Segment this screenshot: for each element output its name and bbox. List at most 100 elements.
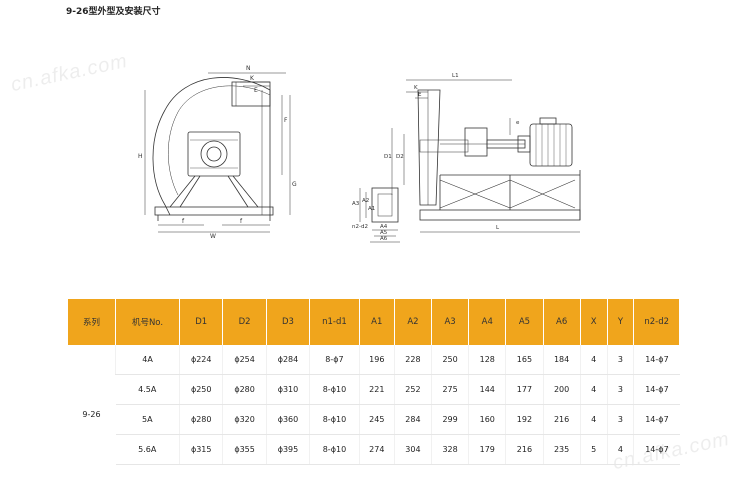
table-cell: ϕ284: [265, 345, 310, 375]
table-cell: ϕ224: [179, 345, 223, 375]
table-row: 5.6A ϕ315 ϕ355 ϕ395 8-ϕ10 274 304 328 17…: [68, 434, 680, 465]
table-cell: 3: [606, 374, 634, 405]
table-cell: 328: [431, 434, 469, 465]
table-cell: 5A: [115, 404, 180, 435]
col-header: Y: [607, 299, 635, 345]
table-cell: 144: [468, 374, 506, 405]
table-cell: 250: [431, 345, 469, 375]
dim-label-e: e: [516, 120, 520, 126]
dim-label-A2: A2: [362, 198, 369, 204]
table-cell: 177: [505, 374, 544, 405]
dim-label-f-right: f: [240, 218, 243, 225]
col-header: X: [580, 299, 608, 345]
table-cell: 4: [579, 404, 608, 435]
table-cell: ϕ250: [179, 374, 223, 405]
table-cell: 299: [431, 404, 469, 435]
dim-label-L1: L1: [452, 73, 459, 79]
table-cell: 4A: [114, 345, 180, 375]
table-row: 4.5A ϕ250 ϕ280 ϕ310 8-ϕ10 221 252 275 14…: [68, 374, 680, 405]
table-cell: ϕ320: [222, 404, 267, 435]
table-cell: ϕ315: [179, 434, 223, 465]
table-cell: 8-ϕ10: [309, 374, 360, 405]
dim-label-N: N: [246, 65, 251, 72]
col-header: A6: [543, 299, 581, 345]
dim-label-A6: A6: [380, 236, 388, 242]
table-cell: ϕ310: [265, 374, 310, 405]
table-cell: 4: [606, 434, 634, 465]
col-header: 机号No.: [115, 299, 181, 345]
dim-label-f-left: f: [182, 218, 185, 225]
dim-label-E-right: E: [418, 92, 422, 98]
fan-dimension-drawing: N K E F H G f W f L1 K E e D1 D2 A3 A2 A…: [138, 65, 581, 243]
dim-label-G: G: [292, 181, 297, 188]
table-cell: 196: [358, 345, 395, 375]
col-header: A4: [468, 299, 507, 345]
table-cell: 216: [505, 434, 544, 465]
dim-label-n2-d2: n2-d2: [352, 224, 368, 230]
dim-label-F: F: [284, 117, 288, 124]
col-header: A2: [394, 299, 433, 345]
dim-label-D1: D1: [384, 154, 392, 160]
table-cell: 284: [393, 404, 432, 435]
table-cell: 4: [579, 345, 608, 375]
dim-label-K-right: K: [414, 85, 418, 91]
table-cell: 274: [358, 434, 395, 465]
col-header: n2-d2: [633, 299, 680, 345]
col-header: D1: [179, 299, 224, 345]
table-cell: 184: [542, 345, 581, 375]
dim-label-A1: A1: [368, 206, 375, 212]
page-title: 9-26型外型及安装尺寸: [66, 7, 161, 17]
series-cell: 9-26: [82, 409, 101, 419]
dim-label-A5: A5: [380, 230, 388, 236]
table-cell: 192: [505, 404, 544, 435]
table-cell: ϕ254: [222, 345, 267, 375]
col-header: D3: [266, 299, 311, 345]
table-cell: 275: [431, 374, 469, 405]
dim-label-H: H: [138, 153, 143, 160]
table-cell: 4: [579, 374, 608, 405]
table-cell: 128: [468, 345, 506, 375]
dimension-table: 系列 机号No. D1 D2 D3 n1-d1 A1 A2 A3 A4 A5 A…: [68, 299, 680, 465]
table-cell: 14-ϕ7: [633, 374, 680, 405]
table-cell: 304: [393, 434, 432, 465]
table-cell: 200: [542, 374, 581, 405]
table-cell: ϕ395: [265, 434, 310, 465]
table-cell: 4.5A: [115, 374, 180, 405]
dim-label-K: K: [250, 75, 255, 82]
table-cell: 8-ϕ7: [309, 345, 360, 375]
table-cell: ϕ360: [265, 404, 310, 435]
table-cell: 245: [358, 404, 395, 435]
table-cell: 160: [468, 404, 506, 435]
table-cell: ϕ355: [222, 434, 267, 465]
table-cell: 216: [542, 404, 581, 435]
table-cell: 221: [358, 374, 395, 405]
table-cell: ϕ280: [222, 374, 267, 405]
col-header: A5: [505, 299, 544, 345]
dim-label-D2: D2: [396, 154, 404, 160]
col-header: 系列: [68, 299, 116, 345]
table-cell: 228: [393, 345, 432, 375]
col-header: A1: [359, 299, 395, 345]
dim-label-A3: A3: [352, 201, 360, 207]
dim-label-W: W: [210, 233, 216, 240]
table-cell: 235: [542, 434, 581, 465]
table-cell: 3: [606, 404, 634, 435]
table-cell: 5.6A: [115, 434, 180, 465]
table-header-row: 系列 机号No. D1 D2 D3 n1-d1 A1 A2 A3 A4 A5 A…: [68, 299, 680, 345]
dim-label-E: E: [254, 87, 258, 94]
table-cell: 14-ϕ7: [633, 404, 680, 435]
table-cell: 165: [505, 345, 544, 375]
col-header: D2: [222, 299, 267, 345]
table-cell: 179: [468, 434, 506, 465]
table-row: 5A ϕ280 ϕ320 ϕ360 8-ϕ10 245 284 299 160 …: [68, 404, 680, 435]
table-cell: 8-ϕ10: [309, 404, 360, 435]
col-header: A3: [431, 299, 470, 345]
dim-label-L: L: [496, 225, 500, 231]
table-cell: 3: [606, 345, 634, 375]
table-cell: 8-ϕ10: [309, 434, 360, 465]
table-cell: ϕ280: [179, 404, 223, 435]
table-cell: 14-ϕ7: [633, 434, 680, 465]
dim-label-A4: A4: [380, 224, 388, 230]
col-header: n1-d1: [309, 299, 360, 345]
table-cell: 252: [393, 374, 432, 405]
